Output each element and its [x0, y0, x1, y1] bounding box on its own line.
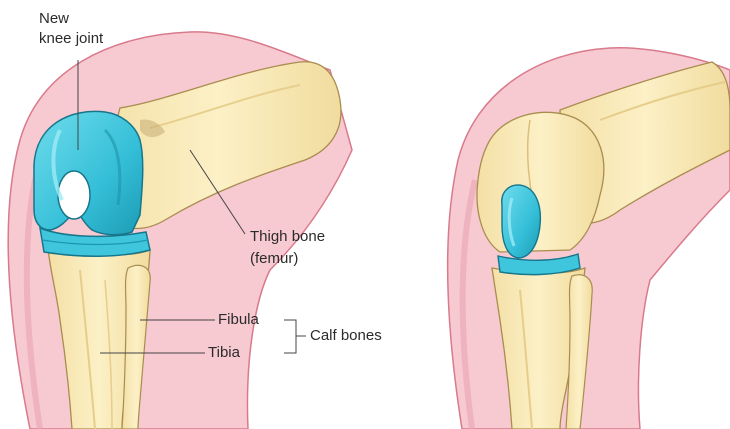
label-calf-bones: Calf bones [310, 327, 382, 345]
calf-bones-bracket [284, 320, 306, 353]
label-fibula: Fibula [218, 311, 259, 329]
right-femoral-condyles [477, 112, 604, 252]
label-femur: (femur) [250, 250, 298, 268]
right-knee-figure [448, 48, 730, 429]
label-thigh-bone: Thigh bone [250, 228, 325, 246]
left-implant-femoral [34, 111, 143, 234]
label-knee-joint: knee joint [39, 30, 103, 48]
label-tibia: Tibia [208, 344, 240, 362]
label-new: New [39, 10, 69, 28]
right-implant-femoral [502, 185, 541, 258]
